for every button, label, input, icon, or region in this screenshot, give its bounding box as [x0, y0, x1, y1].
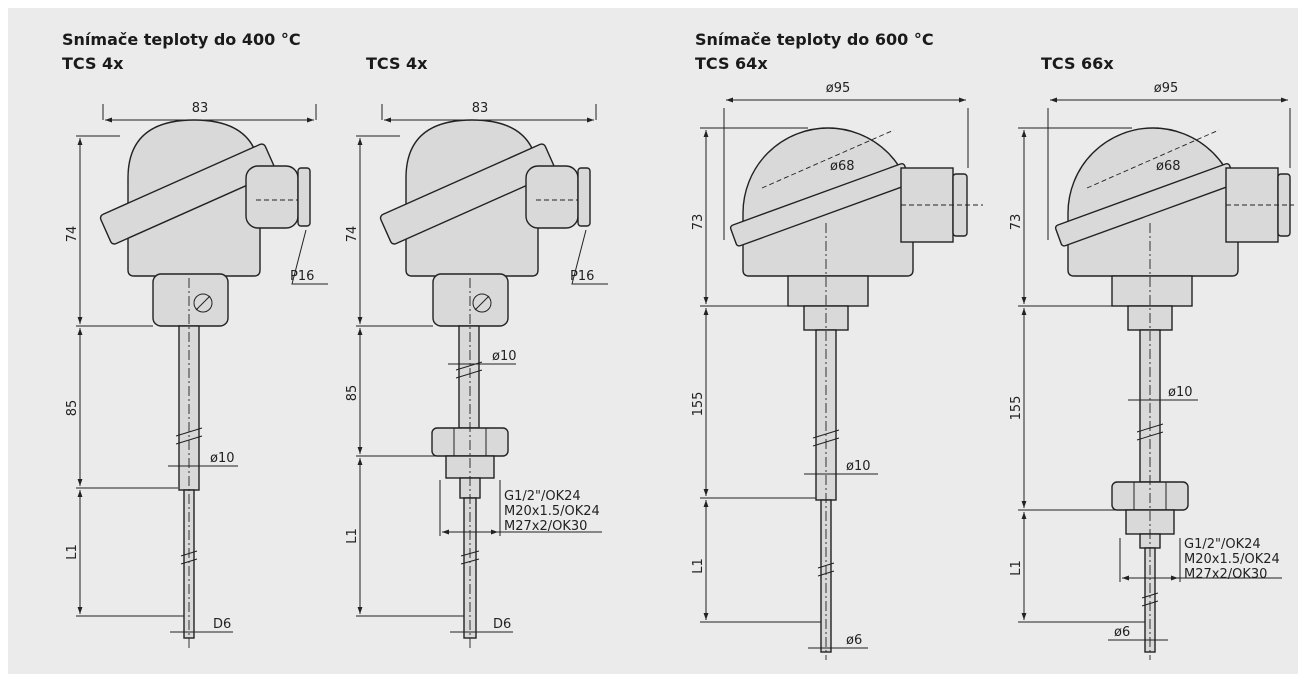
dim-p16: P16: [290, 269, 314, 284]
sensor-neck: [787, 275, 869, 307]
dim-l1: L1: [1009, 560, 1024, 576]
tip: [1144, 547, 1156, 653]
dim-d10: ø10: [492, 349, 517, 364]
sensor-neck: [152, 273, 229, 327]
thread-g12: G1/2"/OK24: [1184, 537, 1261, 552]
thread-m27: M27x2/OK30: [1184, 567, 1267, 582]
sensor-label: TCS 4x: [62, 54, 124, 73]
dim-p16: P16: [570, 269, 594, 284]
tip: [820, 499, 832, 653]
sensor-tcs-4x-b: TCS 4x 83 74 85 L1 ø: [345, 54, 608, 648]
cable-gland: [245, 165, 299, 229]
dim-d95: ø95: [1154, 81, 1179, 96]
thread-m20: M20x1.5/OK24: [504, 504, 600, 519]
sensor-lid: [99, 143, 277, 245]
sensor-neck: [432, 273, 509, 327]
screw: [193, 293, 213, 313]
dim-155: 155: [1009, 396, 1024, 421]
dim-85: 85: [345, 385, 360, 402]
dim-74: 74: [345, 226, 360, 243]
sensor-neck: [1111, 275, 1193, 307]
dim-73: 73: [1009, 214, 1024, 231]
dim-d10: ø10: [210, 451, 235, 466]
diagram-panel: Snímače teploty do 400 °C Snímače teplot…: [8, 8, 1298, 674]
group-title-400: Snímače teploty do 400 °C: [62, 30, 301, 49]
thread-g12: G1/2"/OK24: [504, 489, 581, 504]
dim-d6: D6: [493, 617, 511, 632]
thread-m27: M27x2/OK30: [504, 519, 587, 534]
sensor-label: TCS 64x: [695, 54, 768, 73]
dim-l1: L1: [691, 558, 706, 574]
dim-d68: ø68: [830, 159, 855, 174]
sensor-label: TCS 4x: [366, 54, 428, 73]
group-title-600: Snímače teploty do 600 °C: [695, 30, 934, 49]
thread-m20: M20x1.5/OK24: [1184, 552, 1280, 567]
technical-drawing: Snímače teploty do 400 °C Snímače teplot…: [62, 30, 1294, 660]
dim-d10: ø10: [846, 459, 871, 474]
sensor-lid: [379, 143, 557, 245]
sensor-tcs-4x-a: TCS 4x 83 74 85 L1 ø10 D6: [62, 54, 328, 648]
protective-tube: [458, 325, 480, 429]
dim-74: 74: [65, 226, 80, 243]
dim-83: 83: [192, 101, 209, 116]
cable-gland: [525, 165, 579, 229]
dim-l1: L1: [65, 544, 80, 560]
sensor-label: TCS 66x: [1041, 54, 1114, 73]
dim-d95: ø95: [826, 81, 851, 96]
dim-73: 73: [691, 214, 706, 231]
dim-85: 85: [65, 400, 80, 417]
dim-d10: ø10: [1168, 385, 1193, 400]
dim-d6: ø6: [846, 633, 862, 648]
dim-d6: D6: [213, 617, 231, 632]
dim-83: 83: [472, 101, 489, 116]
dim-155: 155: [691, 392, 706, 417]
sensor-tcs-66x: TCS 66x ø68 ø95 73 155 L1: [1009, 54, 1294, 660]
screw: [472, 293, 492, 313]
sensor-tcs-64x: TCS 64x ø68 ø95 73 155 L1 ø10 ø6: [691, 54, 983, 660]
dim-d68: ø68: [1156, 159, 1181, 174]
dim-d6: ø6: [1114, 625, 1130, 640]
dim-l1: L1: [345, 528, 360, 544]
